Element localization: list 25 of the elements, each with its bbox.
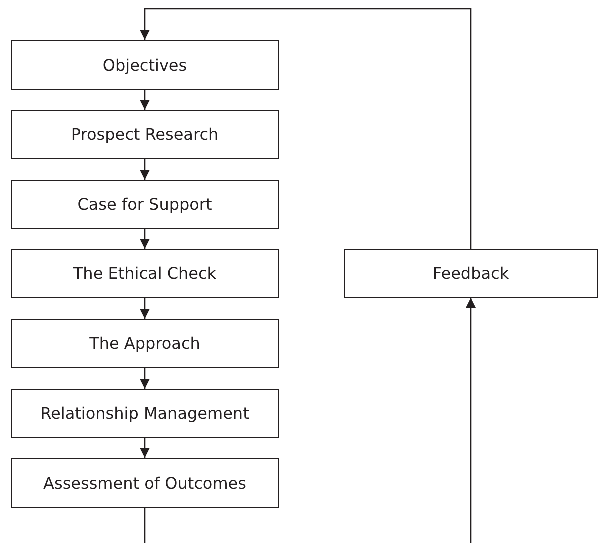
box-label: Objectives [102, 56, 188, 74]
process-box [11, 389, 279, 438]
arrow [140, 229, 150, 249]
box-label: The Ethical Check [73, 264, 217, 283]
connector-line [144, 508, 146, 543]
arrow [466, 298, 476, 543]
box-label: Prospect Research [71, 125, 219, 144]
box-label: Assessment of Outcomes [44, 474, 246, 492]
arrow [140, 298, 150, 319]
process-box [11, 249, 279, 298]
process-box [11, 319, 279, 368]
box-label: The Approach [90, 334, 200, 353]
arrow [140, 159, 150, 180]
box-label: Feedback [432, 264, 510, 283]
arrow [140, 8, 472, 249]
process-box [11, 40, 279, 90]
process-box [11, 458, 279, 508]
arrow [140, 438, 150, 458]
box-label: Case for Support [78, 195, 212, 214]
process-box [11, 110, 279, 159]
arrow [140, 90, 150, 110]
process-box [11, 180, 279, 229]
box-label: Relationship Management [40, 404, 250, 423]
process-box [344, 249, 598, 298]
arrow [140, 368, 150, 389]
